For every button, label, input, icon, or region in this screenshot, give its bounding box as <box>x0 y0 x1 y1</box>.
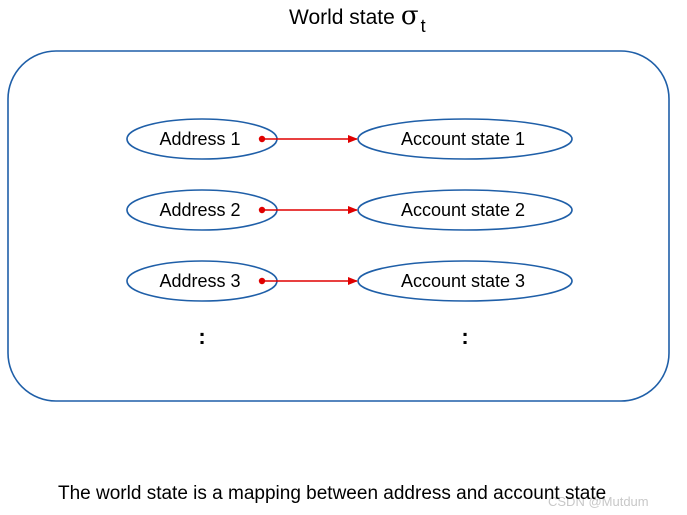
arrow-origin-dot-3 <box>258 277 266 285</box>
diagram-caption: The world state is a mapping between add… <box>58 483 607 504</box>
account-state-label-1: Account state 1 <box>401 129 525 149</box>
title-text: World state <box>289 6 395 29</box>
arrow-origin-dot-1 <box>258 135 266 143</box>
account-state-node-3 <box>357 260 573 302</box>
account-state-node-2 <box>357 189 573 231</box>
address-continuation-mark: : <box>198 324 205 349</box>
title-symbol: σ <box>401 1 419 31</box>
address-label-2: Address 2 <box>159 200 240 220</box>
watermark: CSDN @Mutdum <box>548 494 649 509</box>
state-continuation-mark: : <box>461 324 468 349</box>
account-state-label-3: Account state 3 <box>401 271 525 291</box>
account-state-label-2: Account state 2 <box>401 200 525 220</box>
title-subscript: t <box>421 16 426 36</box>
account-state-node-1 <box>357 118 573 160</box>
address-label-1: Address 1 <box>159 129 240 149</box>
address-label-3: Address 3 <box>159 271 240 291</box>
arrow-origin-dot-2 <box>258 206 266 214</box>
world-state-container <box>7 50 670 402</box>
